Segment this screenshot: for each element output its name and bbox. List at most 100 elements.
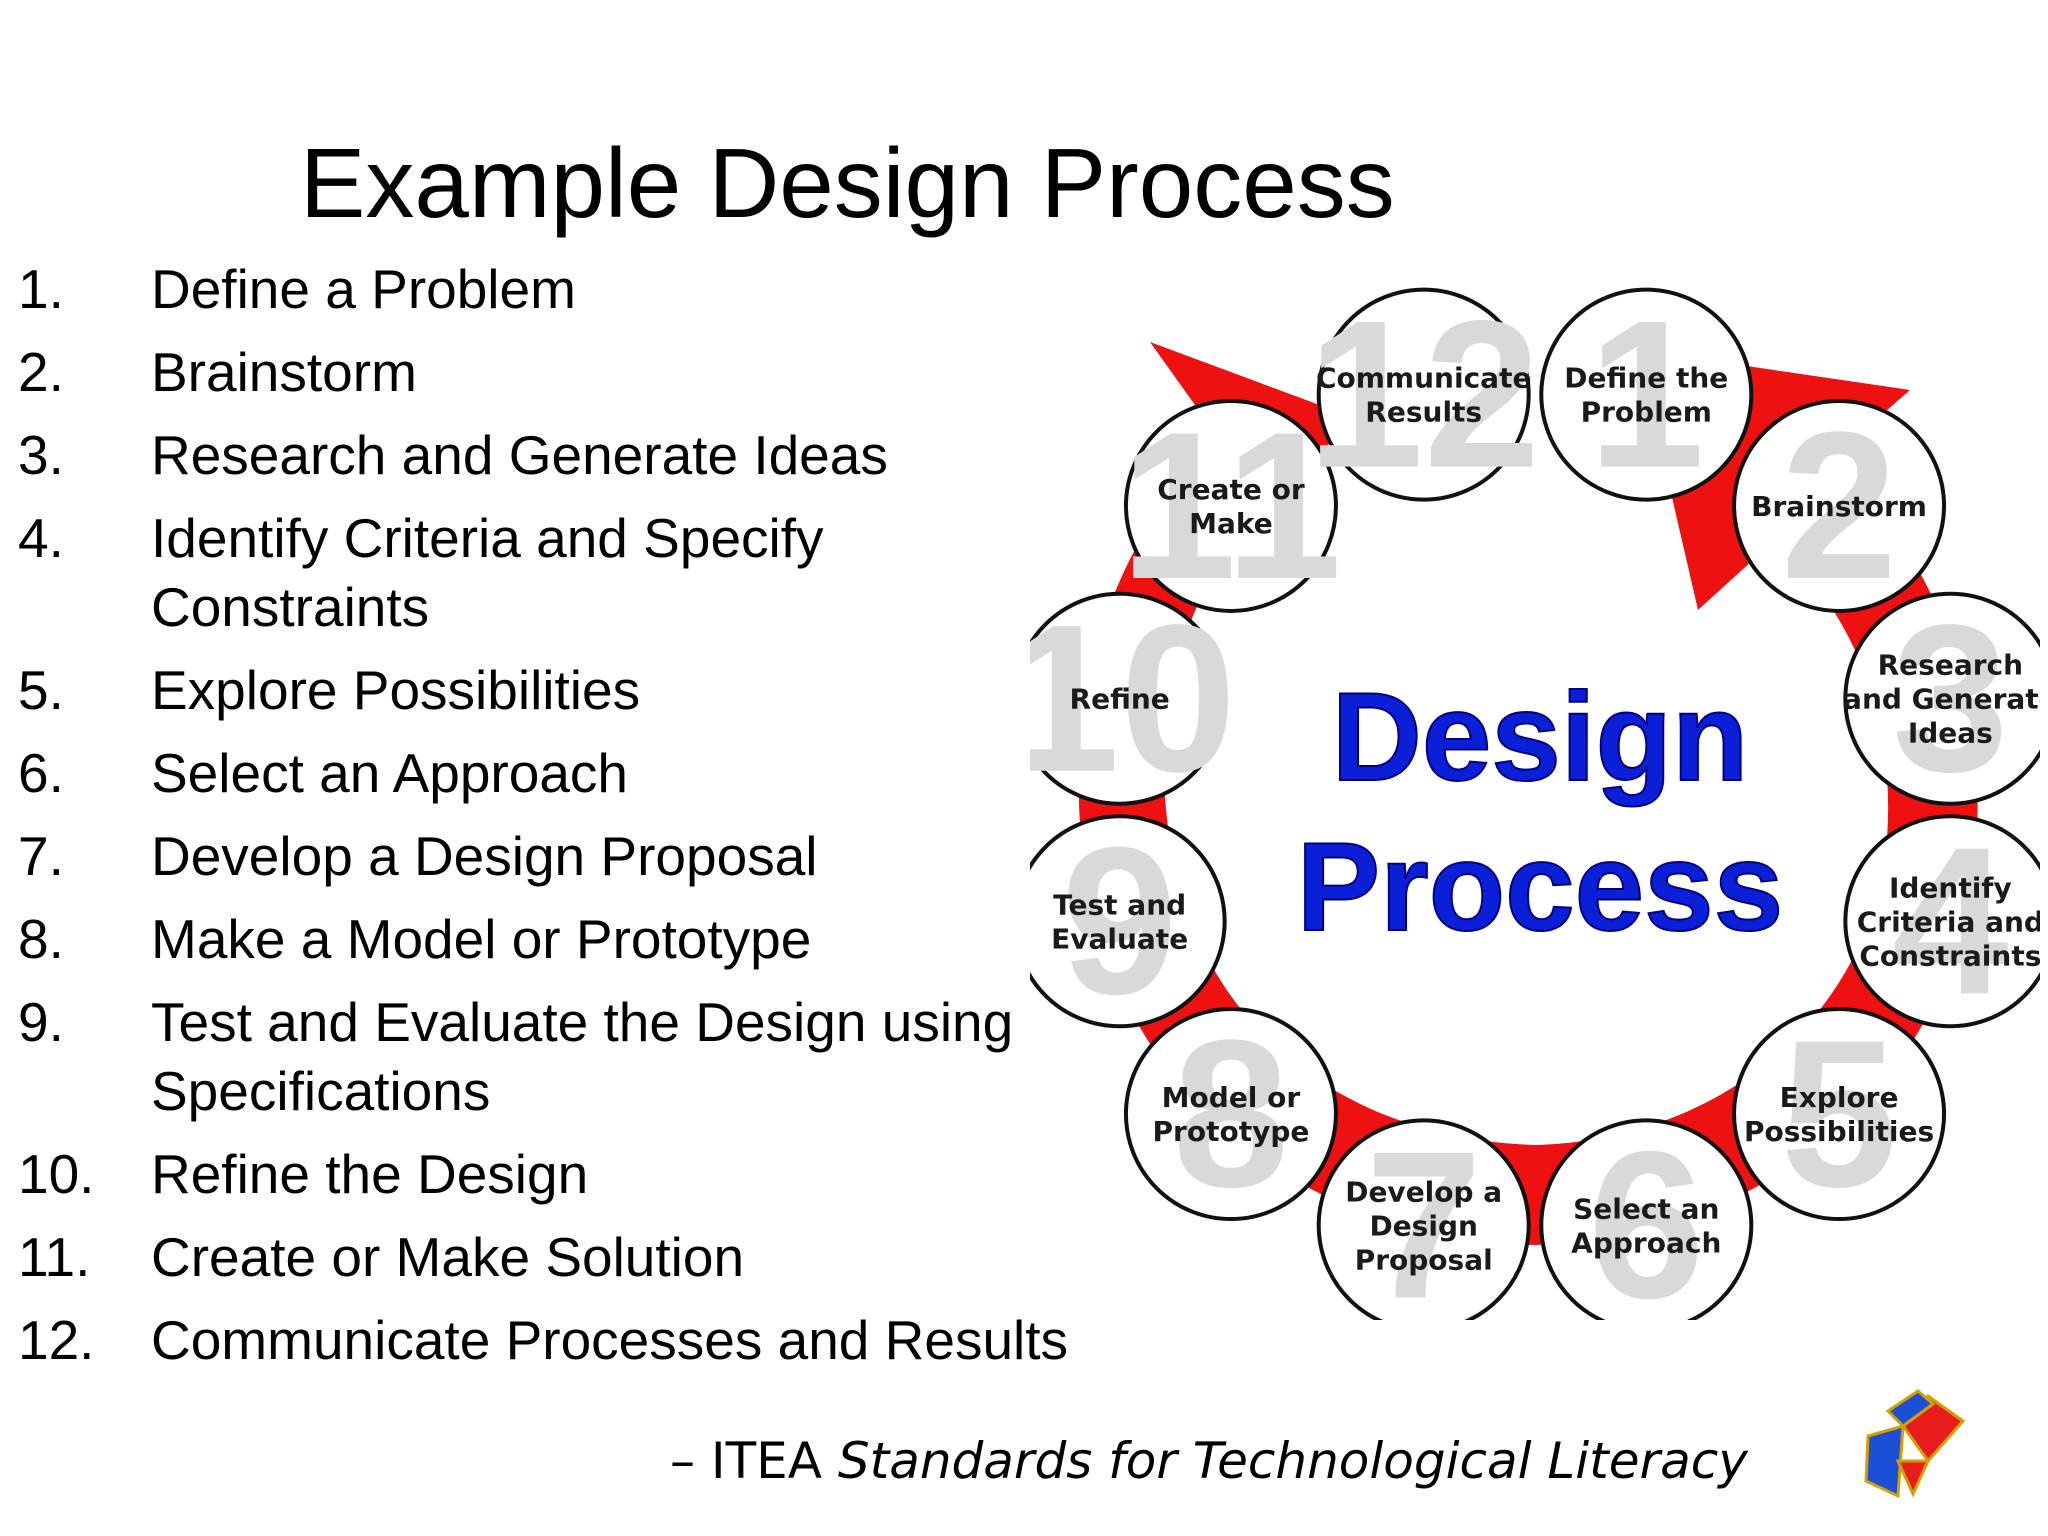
step-item: 10. Refine the Design (18, 1140, 1081, 1209)
node-numeral: 10 (1030, 581, 1236, 816)
step-text: Explore Possibilities (151, 659, 641, 721)
step-item: 3.Research and Generate Ideas (18, 421, 1081, 490)
node-label: Develop a (1345, 1175, 1502, 1208)
step-text: Make a Model or Prototype (151, 908, 812, 970)
step-text: Brainstorm (151, 341, 417, 403)
step-number: 7. (18, 825, 64, 887)
center-label-design: Design (1332, 668, 1749, 807)
node-label: Possibilities (1744, 1115, 1934, 1148)
step-item: 9. Test and Evaluate the Design using Spe… (18, 988, 1081, 1126)
node-label: Results (1365, 396, 1482, 429)
step-text: Define a Problem (151, 258, 576, 320)
step-number: 5. (18, 659, 64, 721)
step-number: 8. (18, 908, 64, 970)
step-number: 9. (18, 991, 64, 1053)
node-numeral: 3 (1892, 581, 2009, 816)
step-text: Select an Approach (151, 742, 629, 804)
node-numeral: 6 (1588, 1107, 1705, 1320)
node-label: Explore (1780, 1081, 1899, 1114)
node-circle (1732, 1007, 1947, 1222)
step-item: 4. Identify Criteria and Specify Constrai… (18, 504, 1081, 642)
step-item: 2. Brainstorm (18, 338, 1081, 407)
citation: – ITEA Standards for Technological Liter… (670, 1432, 1748, 1490)
node-label: Criteria and (1857, 905, 2040, 938)
node-label: Define the (1564, 362, 1728, 395)
node-label: Communicate (1316, 362, 1531, 395)
node-numeral: 9 (1061, 803, 1178, 1038)
citation-title: Standards for Technological Literacy (837, 1432, 1748, 1490)
step-number: 11. (18, 1226, 91, 1288)
node-label: Evaluate (1051, 922, 1188, 955)
node-label: Select an (1573, 1192, 1719, 1225)
node-numeral: 2 (1781, 388, 1898, 623)
citation-prefix: – ITEA (670, 1432, 838, 1490)
node-label: Approach (1571, 1226, 1721, 1259)
step-item: 5. Explore Possibilities (18, 656, 1081, 725)
node-label: Identify (1889, 871, 2012, 904)
node-circle (1030, 591, 1227, 806)
step-text: Communicate Processes and Results (151, 1309, 1069, 1371)
node-label: and Generate (1843, 683, 2040, 716)
step-item: 8. Make a Model or Prototype (18, 905, 1081, 974)
step-text: Identify Criteria and Specify Constraint… (151, 507, 824, 638)
node-circle (1843, 591, 2040, 806)
design-steps-list: 1. Define a Problem 2. Brainstorm 3.Research… (18, 255, 1081, 1389)
node-label: Make (1189, 507, 1273, 540)
step-number: 1. (18, 258, 64, 320)
step-number: 10. (18, 1143, 95, 1205)
center-label-process: Process (1297, 818, 1783, 957)
node-circle (1539, 1118, 1754, 1320)
step-number: 2. (18, 341, 64, 403)
node-label: Prototype (1153, 1115, 1310, 1148)
node-numeral: 7 (1365, 1107, 1482, 1320)
node-circle (1316, 287, 1531, 502)
node-circle (1316, 1118, 1531, 1320)
itea-logo (1864, 1389, 1966, 1499)
node-circle (1123, 398, 1338, 613)
node-label: Brainstorm (1751, 490, 1927, 523)
node-numeral: 11 (1120, 388, 1342, 623)
step-text: Develop a Design Proposal (151, 825, 818, 887)
step-number: 3. (18, 424, 64, 486)
slide-title: Example Design Process (300, 128, 1395, 238)
step-item: 7. Develop a Design Proposal (18, 822, 1081, 891)
step-number: 6. (18, 742, 64, 804)
node-label: Model or (1162, 1081, 1301, 1114)
step-text: Refine the Design (151, 1143, 589, 1205)
step-item: 1. Define a Problem (18, 255, 1081, 324)
node-label: Design (1369, 1209, 1477, 1242)
node-label: Test and (1053, 888, 1186, 921)
step-number: 4. (18, 507, 64, 569)
step-text: Test and Evaluate the Design using Speci… (151, 991, 1014, 1122)
step-number: 12. (18, 1309, 95, 1371)
node-numeral: 4 (1892, 803, 2009, 1038)
node-label: Research (1878, 649, 2023, 682)
node-circle (1030, 814, 1227, 1029)
node-numeral: 1 (1588, 280, 1705, 512)
node-label: Ideas (1908, 717, 1993, 750)
node-circle (1539, 287, 1754, 502)
node-circle (1732, 398, 1947, 613)
node-label: Constraints (1859, 939, 2040, 972)
node-circle (1123, 1007, 1338, 1222)
step-item: 12. Communicate Processes and Results (18, 1306, 1081, 1375)
step-item: 6. Select an Approach (18, 739, 1081, 808)
node-numeral: 12 (1307, 280, 1541, 512)
node-label: Create or (1157, 473, 1305, 506)
node-label: Problem (1581, 396, 1712, 429)
node-circle (1843, 814, 2040, 1029)
cycle-arrow-inner (1478, 610, 1712, 912)
node-numeral: 5 (1781, 996, 1898, 1231)
